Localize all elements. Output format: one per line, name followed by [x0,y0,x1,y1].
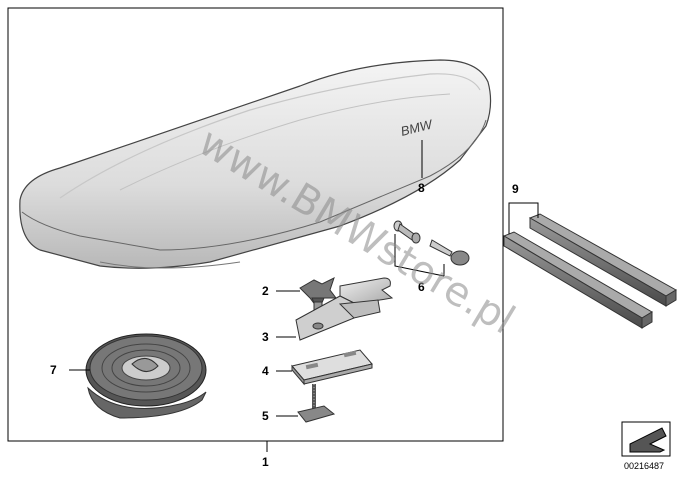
callout-6: 6 [418,280,425,294]
t-bolt [297,384,336,423]
callout-1: 1 [262,455,269,469]
callout-8: 8 [418,181,425,195]
leader-lines [69,140,539,452]
callout-9: 9 [512,182,519,196]
base-plate [291,349,373,386]
roof-box: BMW [19,59,492,269]
callout-3: 3 [262,330,269,344]
lock-and-key [393,220,470,266]
foam-bars [502,213,677,329]
diagram-frame [7,7,504,442]
callout-7: 7 [50,363,57,377]
callout-2: 2 [262,284,269,298]
callout-5: 5 [262,409,269,423]
tape-roll [85,333,207,419]
diagram-number: 00216487 [624,461,664,471]
callout-4: 4 [262,364,269,378]
clamp-block [295,277,394,341]
direction-arrow-icon [621,421,671,457]
